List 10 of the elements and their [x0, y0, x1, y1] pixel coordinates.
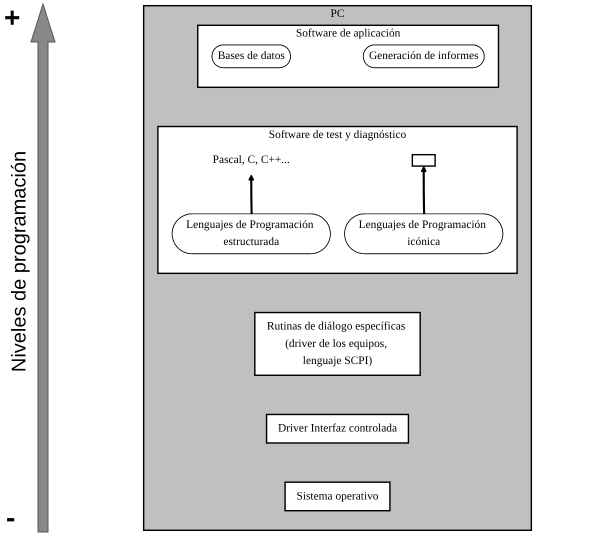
node-box: Rutinas de diálogo específicas (driver de los equipos, lenguaje SCPI) — [254, 312, 421, 376]
node-box: Driver Interfaz controlada — [266, 414, 410, 444]
node-box: Sistema operativo — [284, 481, 391, 512]
node-box — [412, 154, 436, 167]
node-text: Pascal, C, C++... — [212, 154, 290, 166]
sign-label: + — [4, 2, 20, 34]
arrow — [248, 174, 254, 214]
sign-label: - — [6, 502, 16, 534]
axis-label: Niveles de programación — [8, 150, 32, 374]
arrow — [420, 166, 427, 214]
